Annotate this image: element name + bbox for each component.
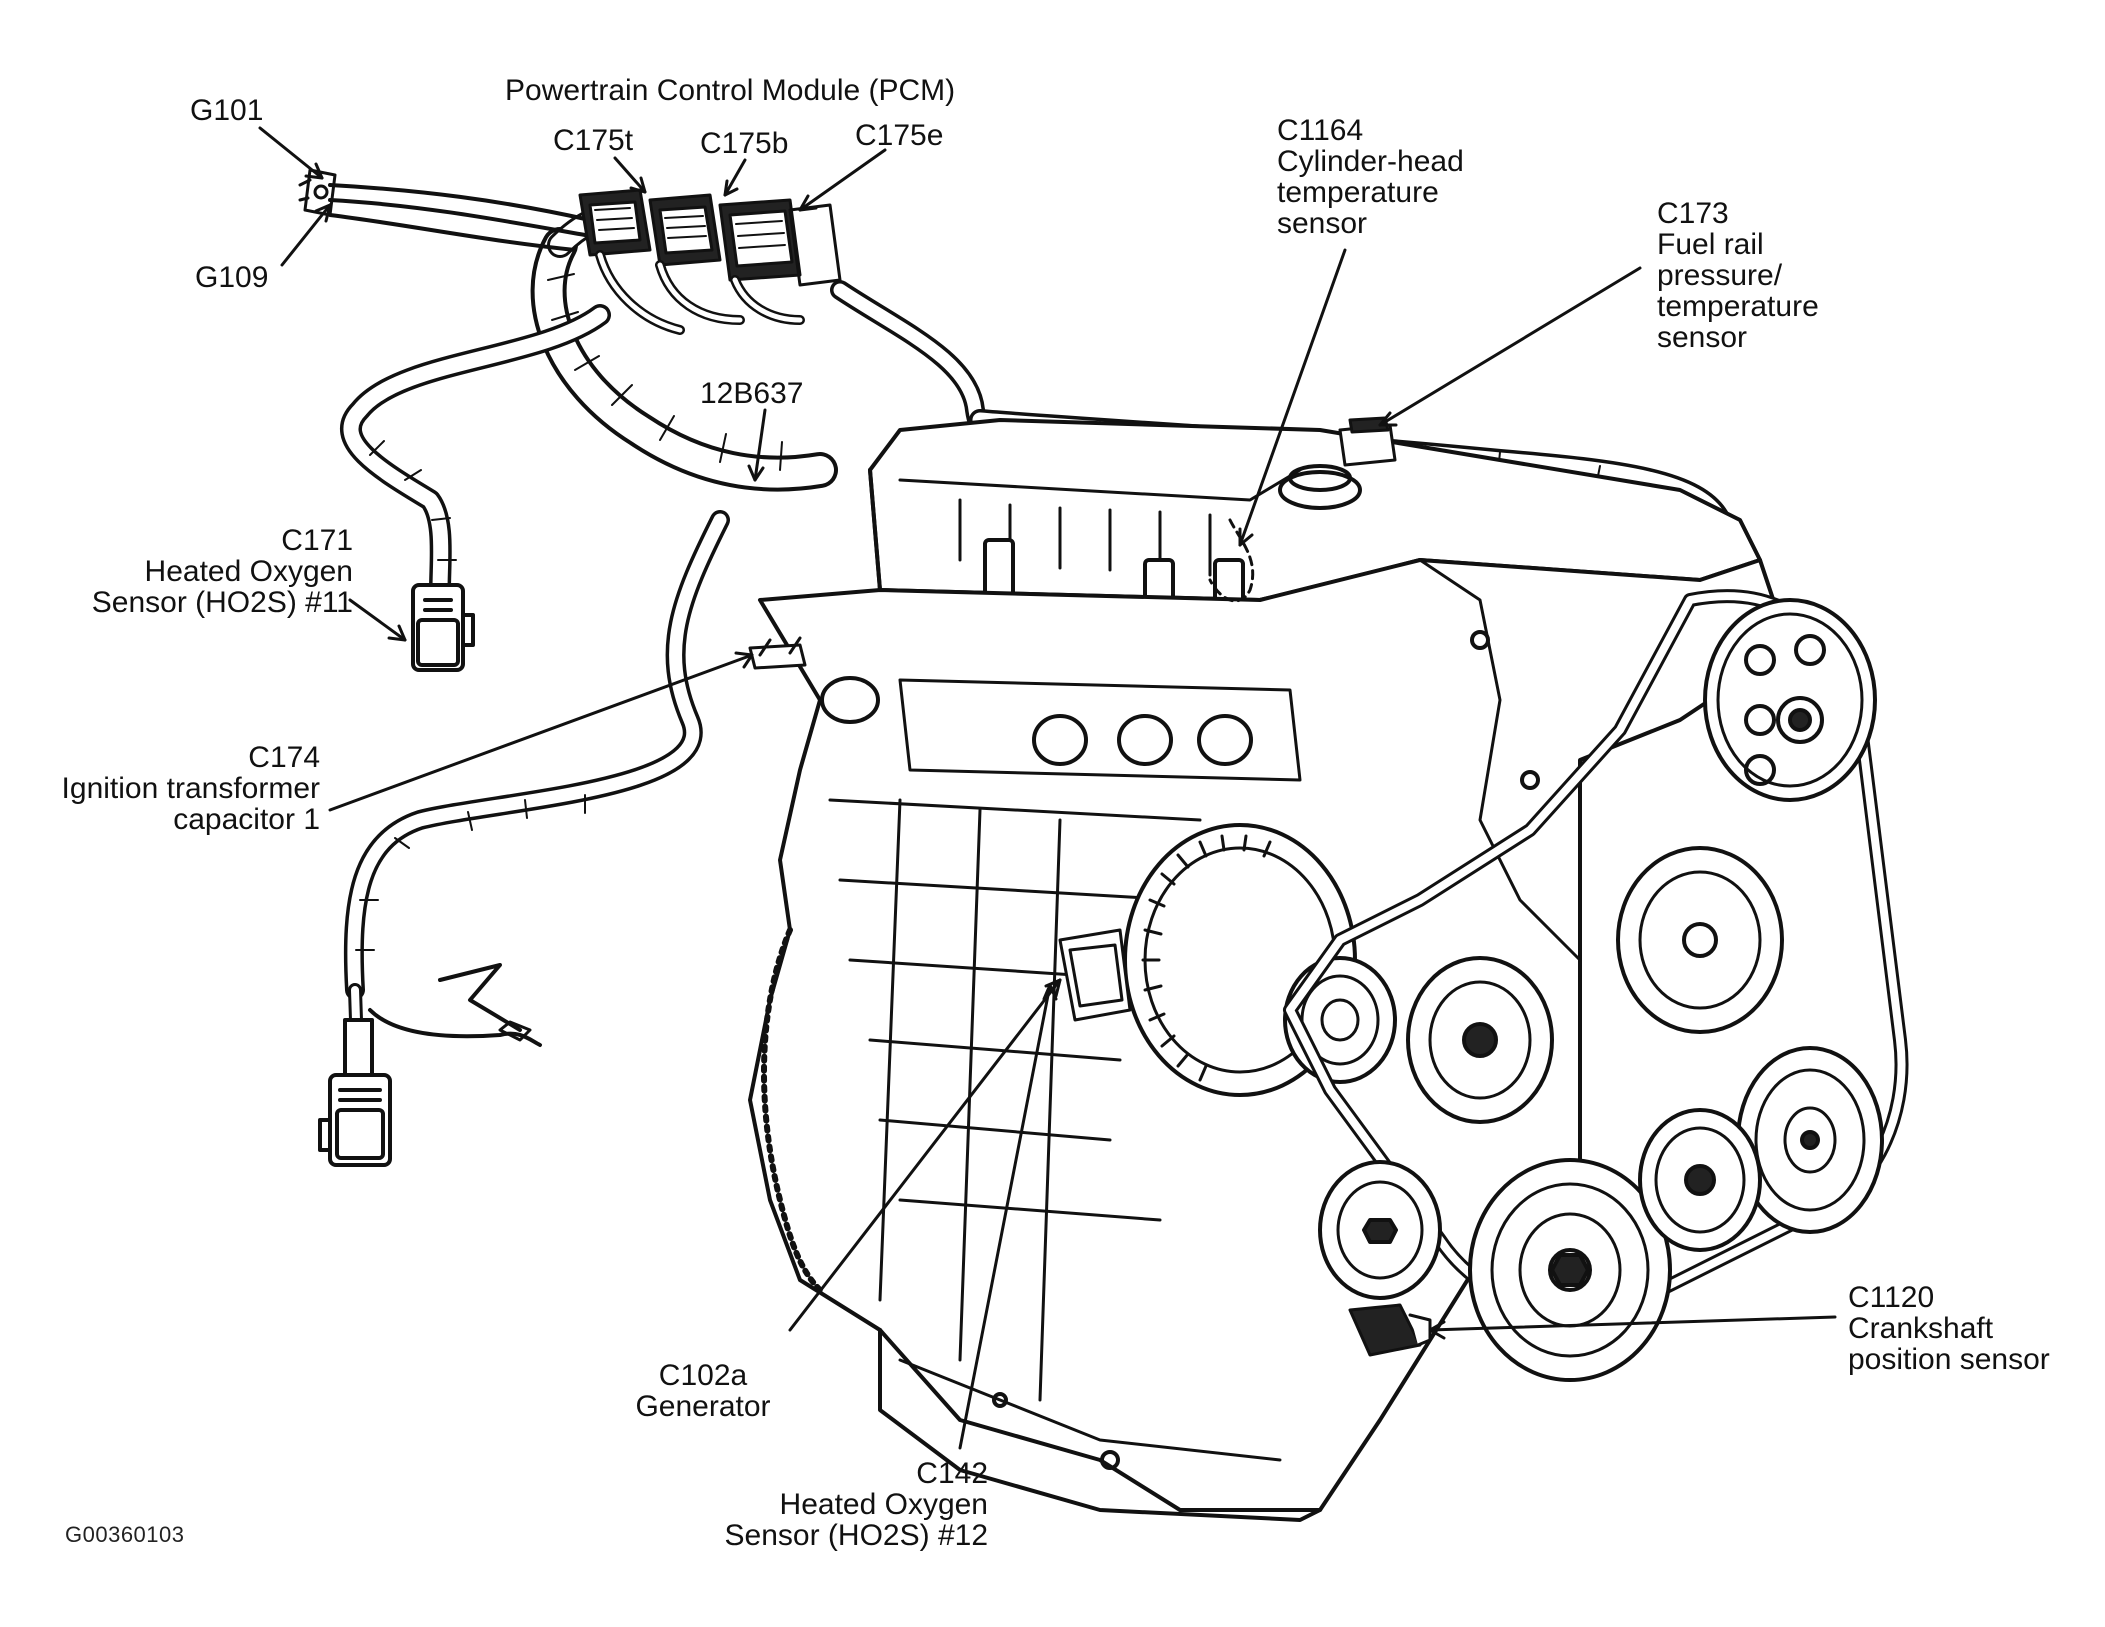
label-pcm-title: Powertrain Control Module (PCM) [505, 74, 956, 107]
pcm-connectors [578, 188, 842, 335]
label-g109: G109 [195, 261, 269, 294]
leader-c102a [788, 978, 1062, 1332]
leader-g101 [258, 126, 324, 180]
leader-g109 [280, 203, 332, 267]
figure-id: G00360103 [65, 1522, 185, 1547]
leader-c171 [348, 598, 407, 642]
label-c1120: C1120 Crankshaft position sensor [1848, 1281, 2050, 1376]
leader-c142 [958, 983, 1052, 1450]
label-c1164: C1164 Cylinder-head temperature sensor [1277, 114, 1464, 240]
label-c142: C142 Heated Oxygen Sensor (HO2S) #12 [724, 1457, 988, 1552]
label-c175e: C175e [855, 119, 944, 152]
leader-lines [258, 126, 1837, 1450]
label-c174: C174 Ignition transformer capacitor 1 [61, 741, 320, 836]
leader-c175b [723, 158, 747, 197]
c171-connector [411, 583, 475, 672]
label-g101: G101 [190, 94, 264, 127]
leader-12b637 [753, 408, 767, 482]
ground-terminals [298, 168, 337, 217]
leader-c1164 [1238, 248, 1347, 547]
leader-c175e [798, 148, 887, 212]
sensors [748, 416, 1432, 1357]
label-c171: C171 Heated Oxygen Sensor (HO2S) #11 [91, 524, 353, 619]
leader-c173 [1378, 266, 1642, 427]
leader-c175t [613, 156, 647, 194]
lower-left-connector [318, 1018, 392, 1167]
leader-c174 [328, 653, 754, 812]
label-12b637: 12B637 [700, 377, 804, 410]
label-c175t: C175t [553, 124, 634, 157]
leader-c1120 [1428, 1315, 1837, 1332]
label-c175b: C175b [700, 127, 789, 160]
label-c173: C173 Fuel rail pressure/ temperature sen… [1657, 197, 1819, 354]
label-c102a: C102a Generator [635, 1359, 771, 1423]
